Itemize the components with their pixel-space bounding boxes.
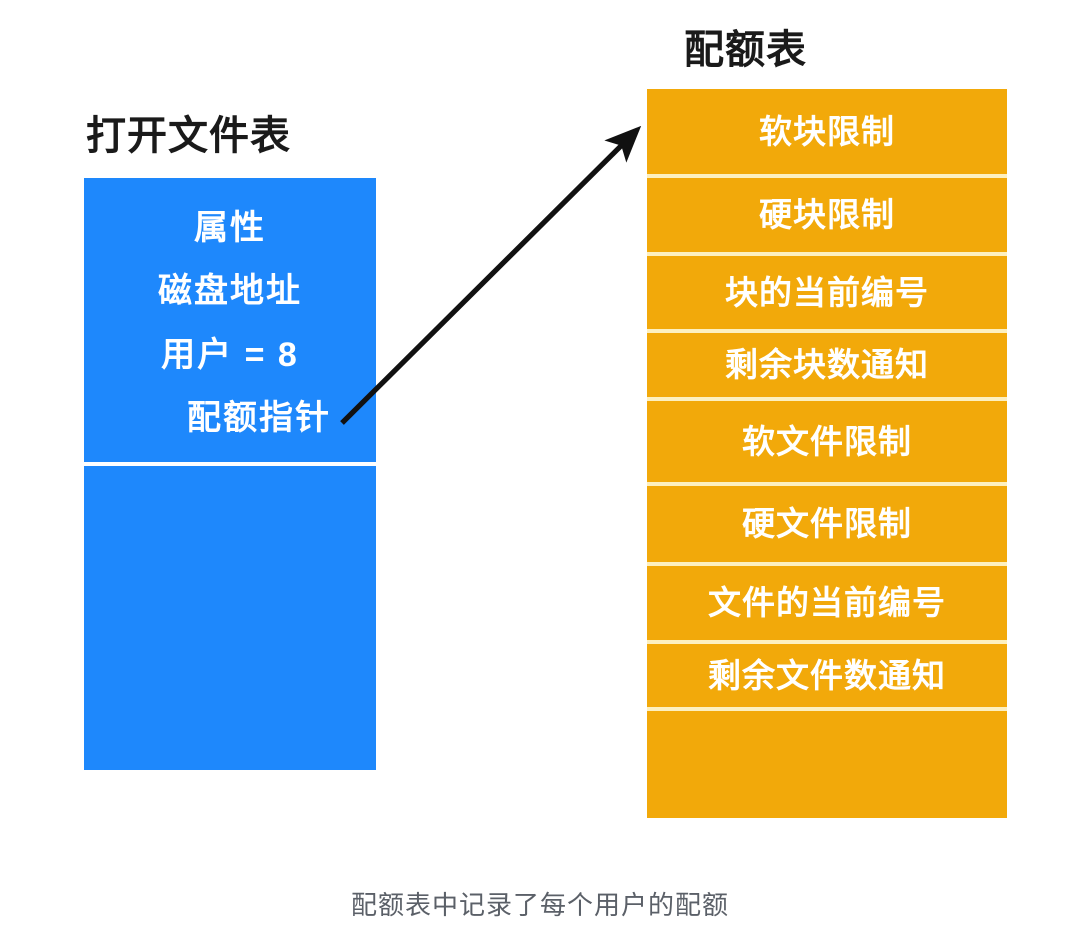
open-file-table-entry: 属性 磁盘地址 用户 = 8 配额指针 [84,178,376,466]
quota-row-label-current-block-count: 块的当前编号 [725,273,929,311]
open-file-field-disk-address: 磁盘地址 [158,272,302,311]
quota-table-title: 配额表 [684,28,807,72]
quota-row-label-soft-block-limit: 软块限制 [759,112,895,150]
quota-table-row: 软块限制 [647,89,1007,178]
quota-table-row: 软文件限制 [647,401,1007,486]
open-file-table-empty-region [84,466,376,770]
quota-table-block: 软块限制 硬块限制 块的当前编号 剩余块数通知 软文件限制 硬文件限制 文件的当… [647,89,1007,818]
quota-table-row: 剩余文件数通知 [647,644,1007,711]
quota-row-label-current-file-count: 文件的当前编号 [708,584,946,621]
open-file-field-quota-pointer: 配额指针 [187,399,331,438]
open-file-table-title: 打开文件表 [86,114,291,158]
quota-row-label-soft-file-limit: 软文件限制 [742,422,912,460]
quota-row-label-remaining-file-warnings: 剩余文件数通知 [708,656,946,694]
figure-caption: 配额表中记录了每个用户的配额 [350,890,729,920]
quota-row-label-hard-file-limit: 硬文件限制 [742,505,912,542]
open-file-field-attributes: 属性 [194,208,266,247]
quota-table-row: 文件的当前编号 [647,566,1007,644]
open-file-table-block: 属性 磁盘地址 用户 = 8 配额指针 [84,178,376,770]
quota-table-empty-row [647,711,1007,818]
quota-row-label-hard-block-limit: 硬块限制 [759,196,895,233]
quota-table-row: 块的当前编号 [647,256,1007,333]
quota-row-label-remaining-block-warnings: 剩余块数通知 [725,346,929,383]
quota-table-row: 剩余块数通知 [647,333,1007,401]
quota-table-row: 硬文件限制 [647,486,1007,566]
quota-table-row: 硬块限制 [647,178,1007,256]
open-file-field-user: 用户 = 8 [161,335,299,374]
